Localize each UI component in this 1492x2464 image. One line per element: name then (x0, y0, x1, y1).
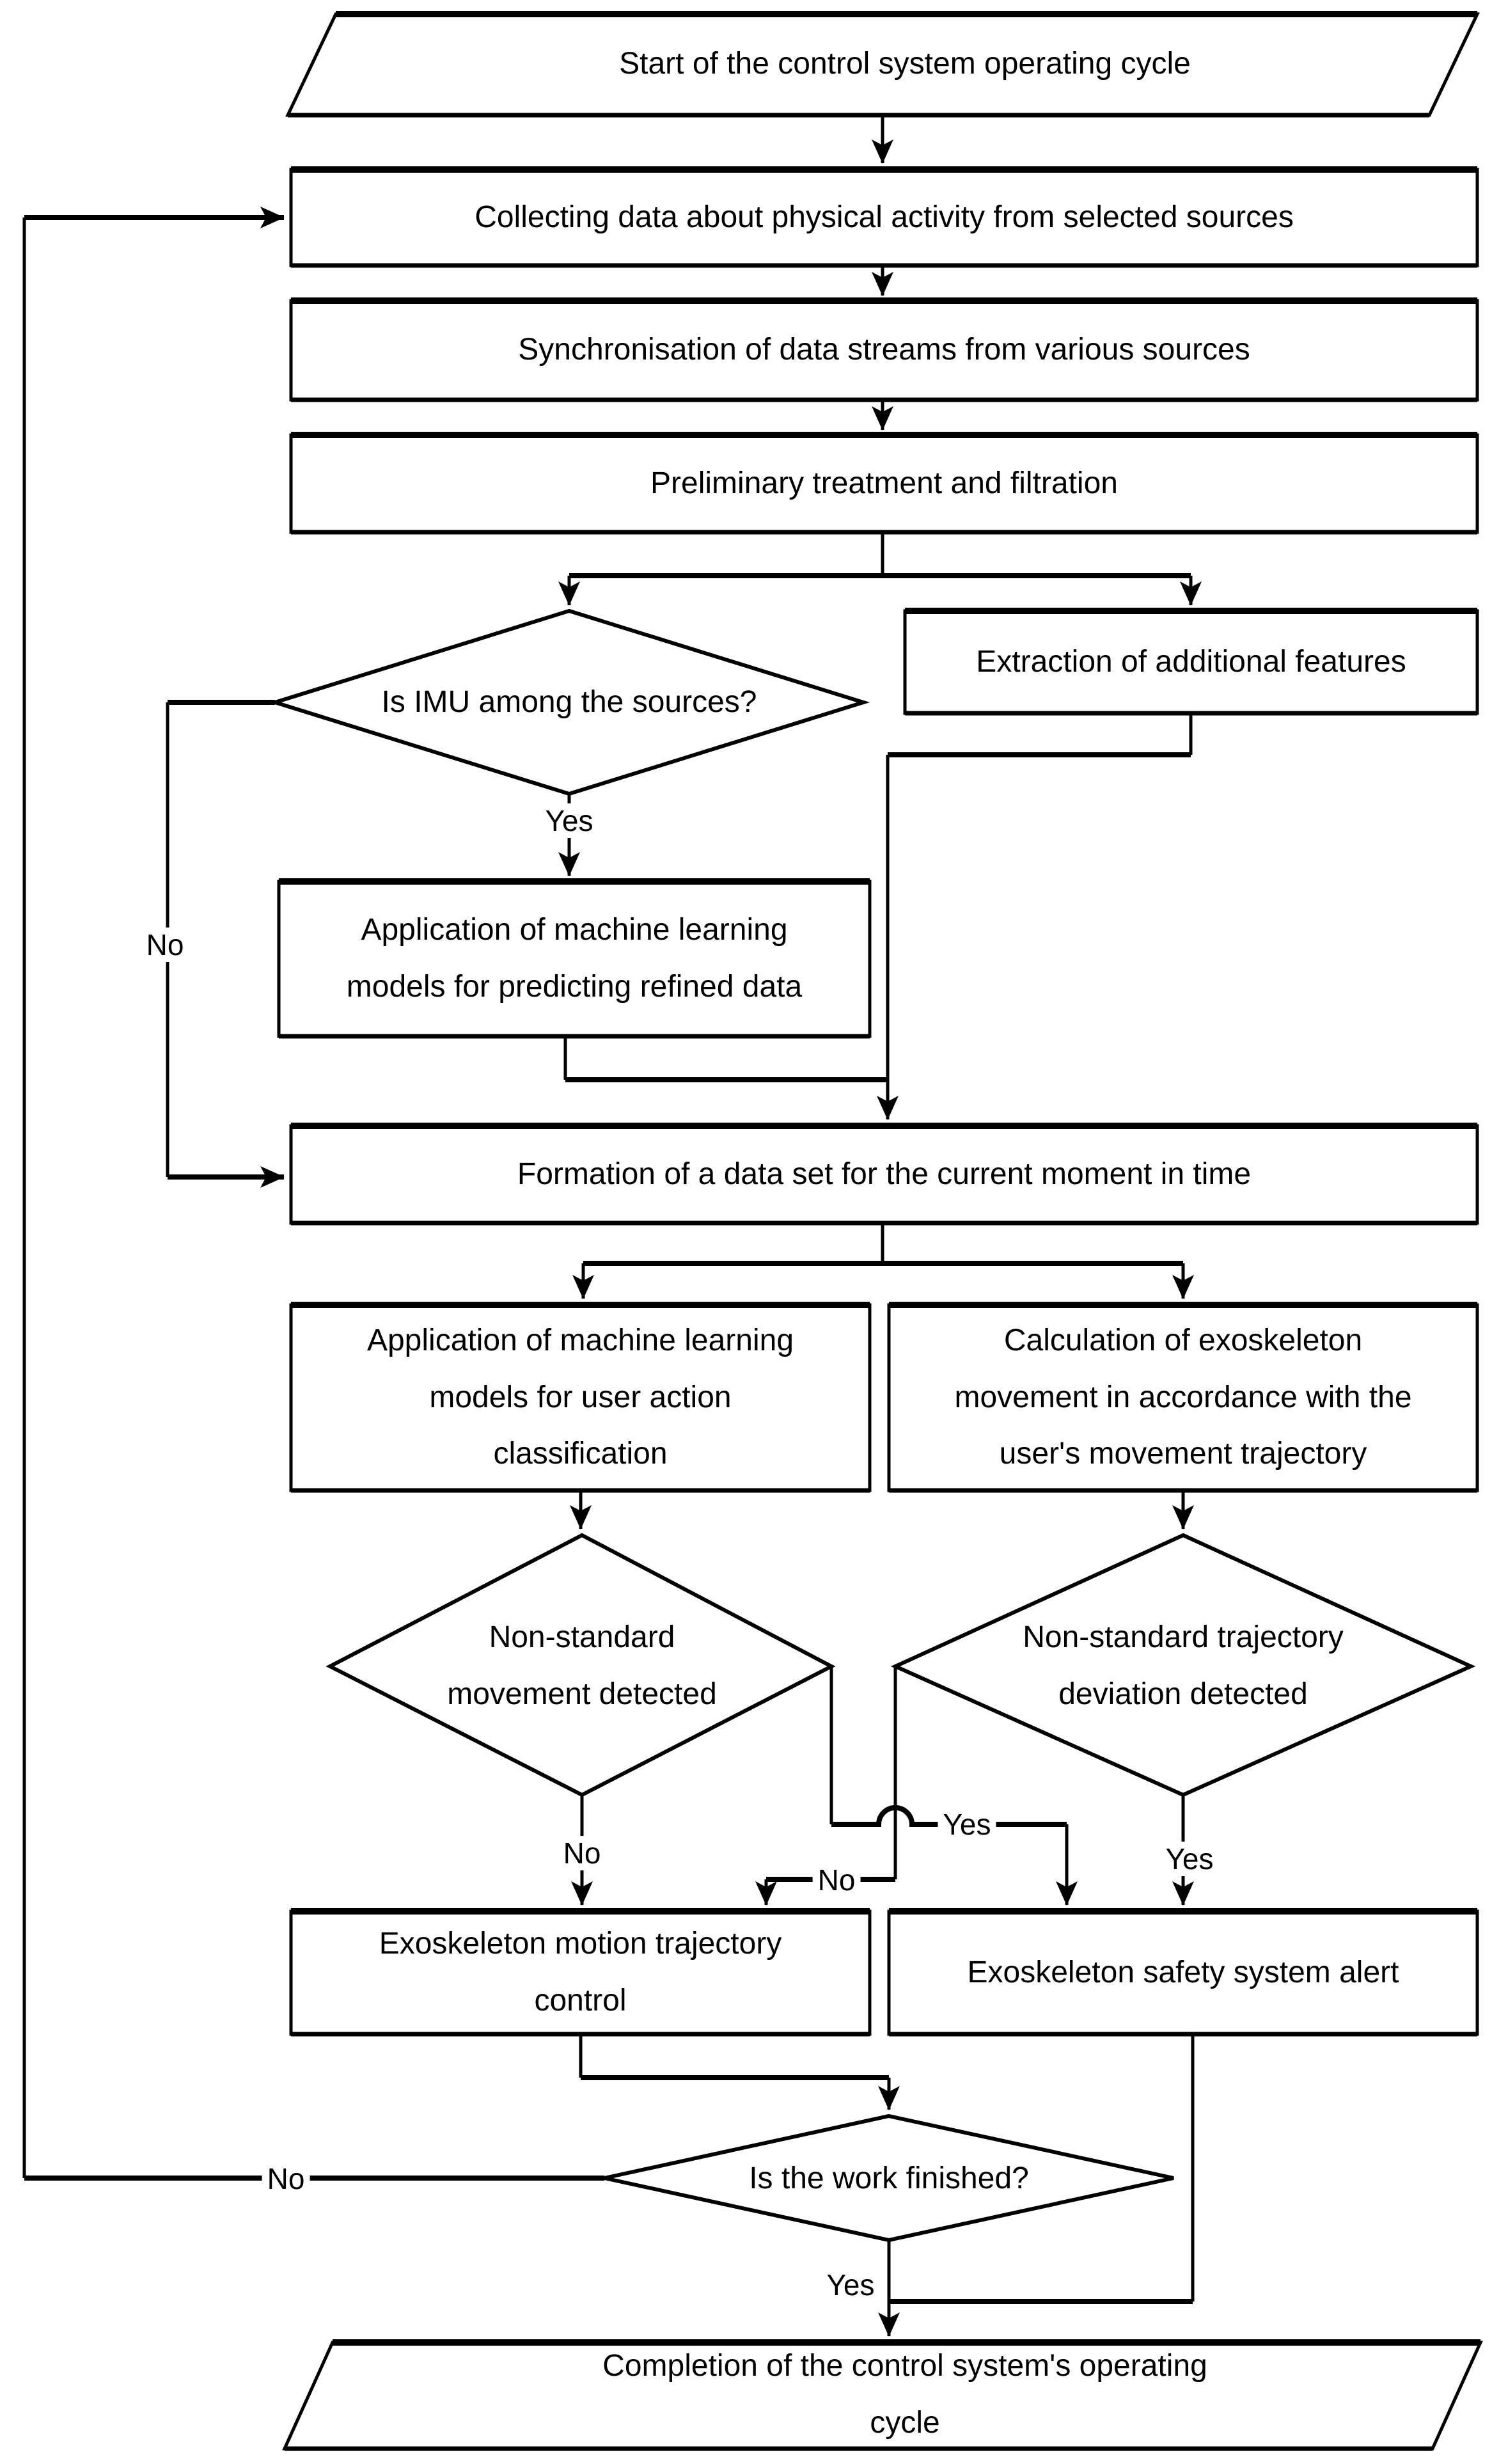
collect-shape (289, 168, 1479, 267)
sync-shape (289, 299, 1479, 402)
ml-predict-shape (277, 880, 872, 1038)
deviation-decision-shape (890, 1533, 1476, 1797)
calc-movement-shape (887, 1303, 1479, 1492)
shapes (268, 11, 1483, 2451)
action-class-shape (289, 1303, 872, 1492)
extraction-shape (903, 609, 1479, 715)
formation-shape (289, 1124, 1479, 1225)
imu-decision-shape (268, 608, 870, 796)
motion-control-shape (289, 1909, 872, 2036)
finished-decision-shape (604, 2113, 1174, 2243)
completion-shape (282, 2341, 1483, 2451)
prelim-shape (289, 433, 1479, 534)
movement-decision-shape (326, 1533, 836, 1797)
start-shape (285, 12, 1480, 117)
connector-lines (22, 116, 1202, 2337)
safety-alert-shape (887, 1909, 1479, 2036)
